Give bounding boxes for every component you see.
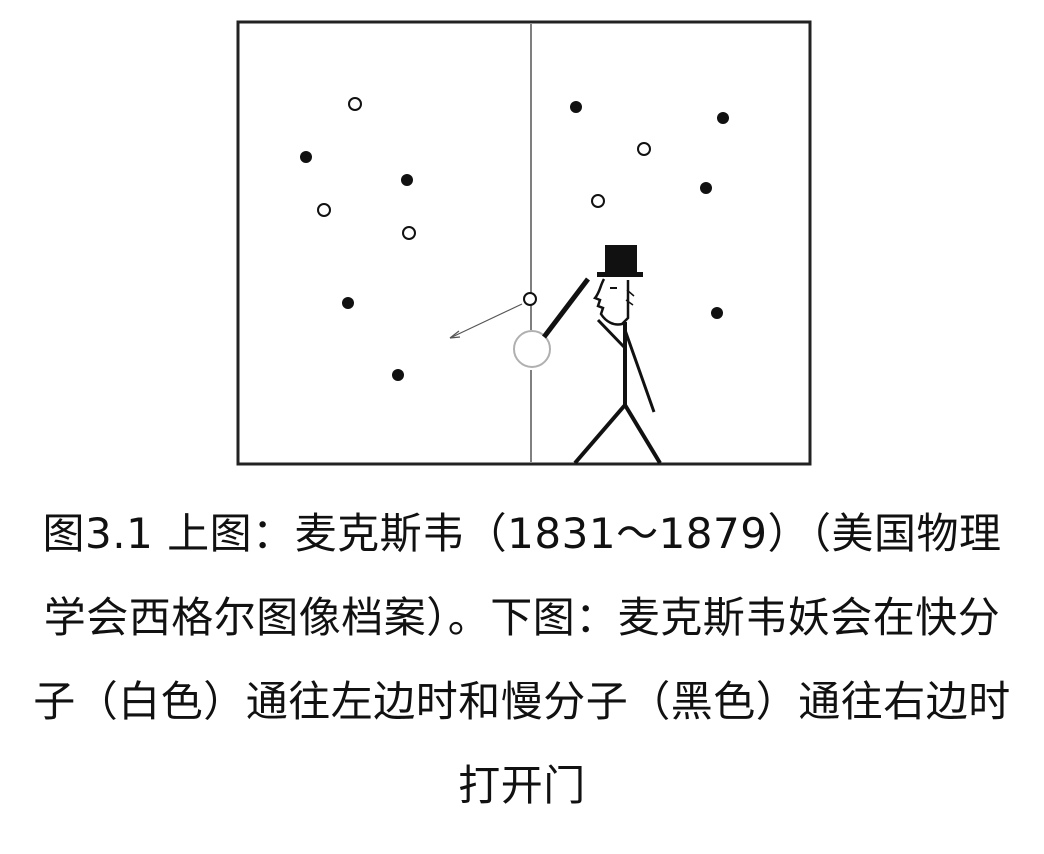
figure-caption: 图3.1 上图：麦克斯韦（1831～1879）（美国物理学会西格尔图像档案）。下… [33,509,1011,810]
fast-molecule [402,226,416,240]
slow-molecule [392,369,404,381]
fast-molecule [348,97,362,111]
slow-molecule [300,151,312,163]
fast-molecule [317,203,331,217]
left-chamber [300,97,537,381]
slow-molecule [711,307,723,319]
diagram-canvas [236,20,812,466]
fast-molecule [591,194,605,208]
slow-molecule [401,174,413,186]
slow-molecule [342,297,354,309]
maxwell-demon-diagram [236,20,812,466]
container-box [236,20,812,466]
right-chamber [570,101,729,319]
fast-molecule [637,142,651,156]
maxwell-demon-stick-figure-icon [542,245,662,465]
fast-molecule-passing [523,292,537,306]
slow-molecule [570,101,582,113]
trapdoor-icon [513,330,551,368]
molecule-motion-arrow [449,303,523,339]
slow-molecule [717,112,729,124]
slow-molecule [700,182,712,194]
